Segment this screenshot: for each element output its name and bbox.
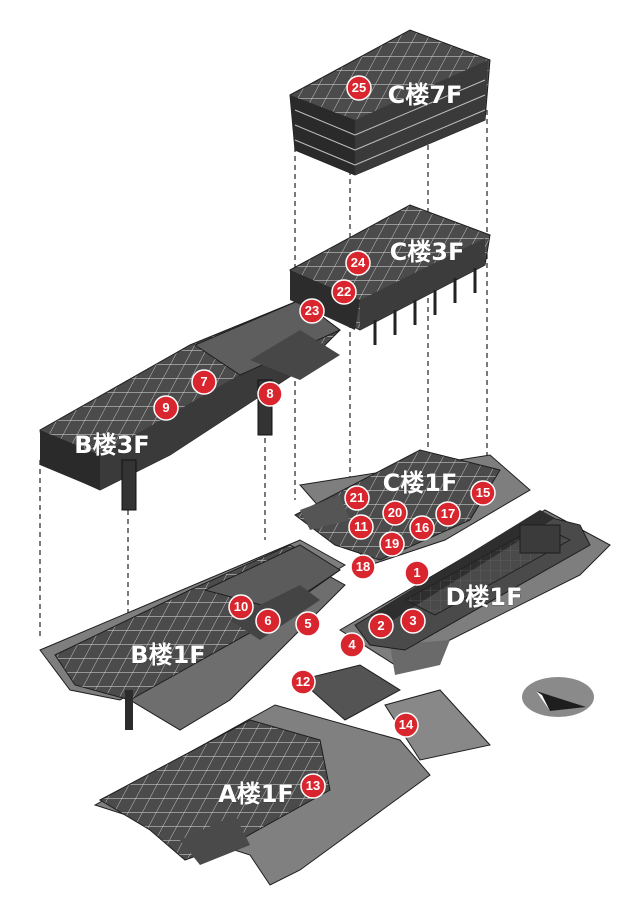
marker-20[interactable]: 20 [382,500,408,526]
floor-label-d1f: D楼1F [445,583,522,611]
marker-2[interactable]: 2 [368,613,394,639]
floor-label-b3f: B楼3F [74,431,149,459]
marker-circle [228,594,254,620]
marker-24[interactable]: 24 [345,250,371,276]
marker-19[interactable]: 19 [379,531,405,557]
floor-label-c7f: C楼7F [388,81,463,109]
building-b-3f [39,299,341,511]
marker-circle [393,712,419,738]
marker-circle [339,632,365,658]
marker-3[interactable]: 3 [400,608,426,634]
marker-number: 9 [162,400,169,415]
marker-6[interactable]: 6 [255,608,281,634]
marker-circle [368,613,394,639]
marker-number: 17 [441,506,455,521]
marker-circle [295,611,321,637]
marker-number: 6 [264,613,271,628]
marker-circle [400,608,426,634]
marker-9[interactable]: 9 [153,395,179,421]
marker-circle [404,560,430,586]
marker-number: 12 [296,674,310,689]
marker-22[interactable]: 22 [331,279,357,305]
marker-number: 13 [306,778,320,793]
marker-number: 22 [337,284,351,299]
marker-circle [348,514,374,540]
marker-13[interactable]: 13 [300,773,326,799]
marker-4[interactable]: 4 [339,632,365,658]
floor-label-a1f: A楼1F [218,780,294,808]
marker-circle [299,298,325,324]
marker-number: 14 [399,717,414,732]
marker-circle [409,515,435,541]
floor-label-c3f: C楼3F [390,238,465,266]
marker-circle [346,75,372,101]
marker-number: 25 [352,80,366,95]
marker-circle [191,369,217,395]
marker-circle [257,381,283,407]
marker-circle [153,395,179,421]
marker-12[interactable]: 12 [290,669,316,695]
marker-number: 21 [350,490,364,505]
marker-25[interactable]: 25 [346,75,372,101]
marker-circle [331,279,357,305]
marker-circle [300,773,326,799]
marker-number: 15 [476,485,490,500]
marker-number: 18 [356,559,370,574]
marker-circle [470,480,496,506]
marker-17[interactable]: 17 [435,501,461,527]
marker-circle [255,608,281,634]
marker-circle [345,250,371,276]
marker-number: 1 [413,565,420,580]
marker-number: 2 [377,618,384,633]
marker-7[interactable]: 7 [191,369,217,395]
marker-23[interactable]: 23 [299,298,325,324]
marker-number: 24 [351,255,366,270]
marker-1[interactable]: 1 [404,560,430,586]
marker-circle [350,554,376,580]
marker-number: 11 [354,519,368,534]
marker-8[interactable]: 8 [257,381,283,407]
marker-number: 23 [305,303,319,318]
marker-circle [382,500,408,526]
floor-labels: C楼7F C楼3F B楼3F C楼1F D楼1F B楼1F A楼1F [74,81,523,809]
marker-circle [379,531,405,557]
floor-label-c1f: C楼1F [383,469,458,497]
marker-number: 8 [266,386,273,401]
marker-21[interactable]: 21 [344,485,370,511]
building-b-1f [54,544,341,730]
marker-14[interactable]: 14 [393,712,419,738]
north-arrow-icon [522,677,594,717]
building-c-7f [289,29,491,176]
marker-number: 10 [234,599,248,614]
marker-number: 16 [415,520,429,535]
marker-10[interactable]: 10 [228,594,254,620]
marker-5[interactable]: 5 [295,611,321,637]
marker-number: 4 [348,637,356,652]
marker-circle [290,669,316,695]
marker-circle [344,485,370,511]
floor-label-b1f: B楼1F [130,641,205,669]
marker-11[interactable]: 11 [348,514,374,540]
marker-number: 19 [385,536,399,551]
marker-number: 5 [304,616,311,631]
marker-number: 7 [200,374,207,389]
marker-number: 20 [388,505,402,520]
marker-circle [435,501,461,527]
building-a-1f [98,664,401,865]
marker-16[interactable]: 16 [409,515,435,541]
marker-number: 3 [409,613,416,628]
marker-18[interactable]: 18 [350,554,376,580]
marker-15[interactable]: 15 [470,480,496,506]
